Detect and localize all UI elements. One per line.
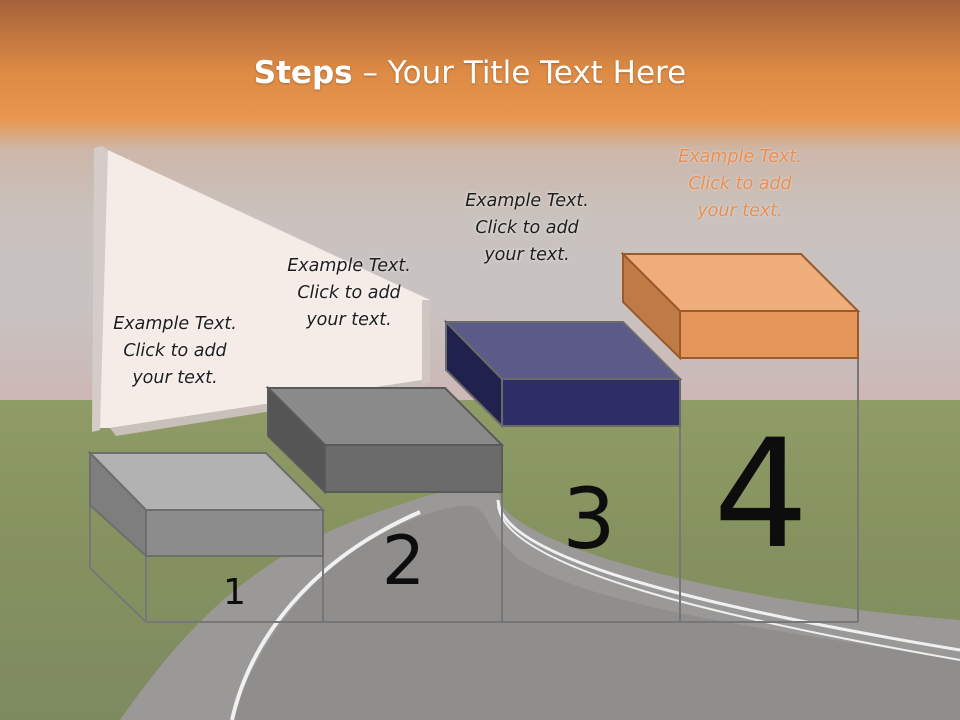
slide-title[interactable]: Steps – Your Title Text Here [0, 55, 940, 91]
caption-line: Click to add [123, 341, 227, 361]
caption-line: Click to add [688, 174, 792, 194]
caption-line: Example Text. [678, 147, 802, 167]
step-4-block[interactable] [620, 251, 861, 361]
step-3-number: 3 [562, 470, 616, 568]
step-2-block[interactable] [265, 385, 505, 495]
step-1-number: 1 [223, 572, 246, 613]
caption-line: Click to add [297, 283, 401, 303]
step-outlines [89, 358, 859, 623]
step-1-caption[interactable]: Example Text. Click to add your text. [80, 311, 270, 392]
step-2-caption[interactable]: Example Text. Click to add your text. [254, 253, 444, 334]
caption-line: Example Text. [287, 256, 411, 276]
step-4-number: 4 [713, 408, 809, 582]
title-bold: Steps [253, 55, 353, 91]
step-2-number: 2 [381, 522, 426, 601]
caption-line: your text. [484, 245, 570, 265]
caption-line: Example Text. [113, 314, 237, 334]
step-1-block[interactable] [87, 450, 326, 559]
title-rest: – Your Title Text Here [352, 55, 687, 91]
step-3-block[interactable] [443, 319, 683, 429]
caption-line: your text. [132, 368, 218, 388]
caption-line: Click to add [475, 218, 579, 238]
caption-line: Example Text. [465, 191, 589, 211]
step-3-caption[interactable]: Example Text. Click to add your text. [432, 188, 622, 269]
caption-line: your text. [306, 310, 392, 330]
caption-line: your text. [697, 201, 783, 221]
step-4-caption[interactable]: Example Text. Click to add your text. [645, 144, 835, 225]
